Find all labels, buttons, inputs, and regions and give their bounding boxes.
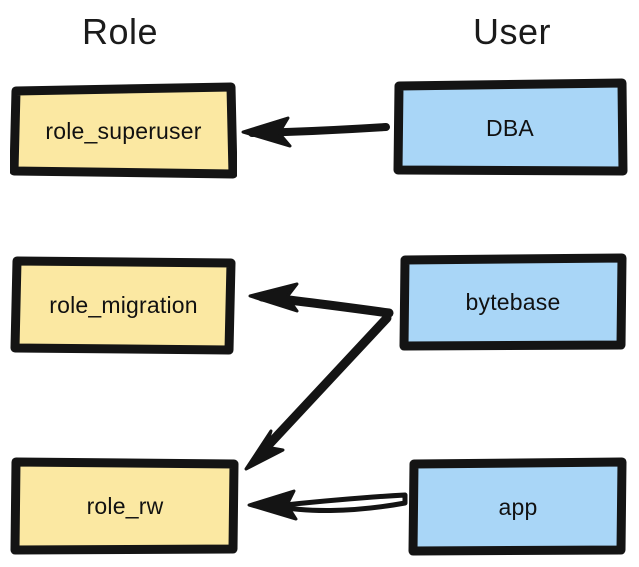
node-label: bytebase	[465, 289, 561, 315]
node-bytebase[interactable]: bytebase	[398, 253, 628, 352]
column-header-role: Role	[81, 11, 159, 52]
node-role-superuser[interactable]: role_superuser	[10, 82, 237, 180]
edge-bytebase-to-role-rw	[244, 313, 392, 471]
node-role-migration[interactable]: role_migration	[10, 253, 237, 357]
edge-app-to-role-rw	[247, 489, 408, 521]
column-header-user: User	[472, 11, 551, 52]
edge-dba-to-role-superuser	[241, 116, 390, 148]
edge-bytebase-to-role-migration	[248, 282, 394, 318]
node-label: role_rw	[86, 492, 164, 519]
node-dba[interactable]: DBA	[392, 78, 628, 178]
node-label: role_superuser	[45, 117, 202, 144]
node-label: app	[498, 493, 538, 520]
node-label: role_migration	[49, 291, 198, 318]
node-app[interactable]: app	[408, 457, 628, 557]
node-role-rw[interactable]: role_rw	[10, 455, 240, 557]
node-label: DBA	[486, 114, 534, 141]
